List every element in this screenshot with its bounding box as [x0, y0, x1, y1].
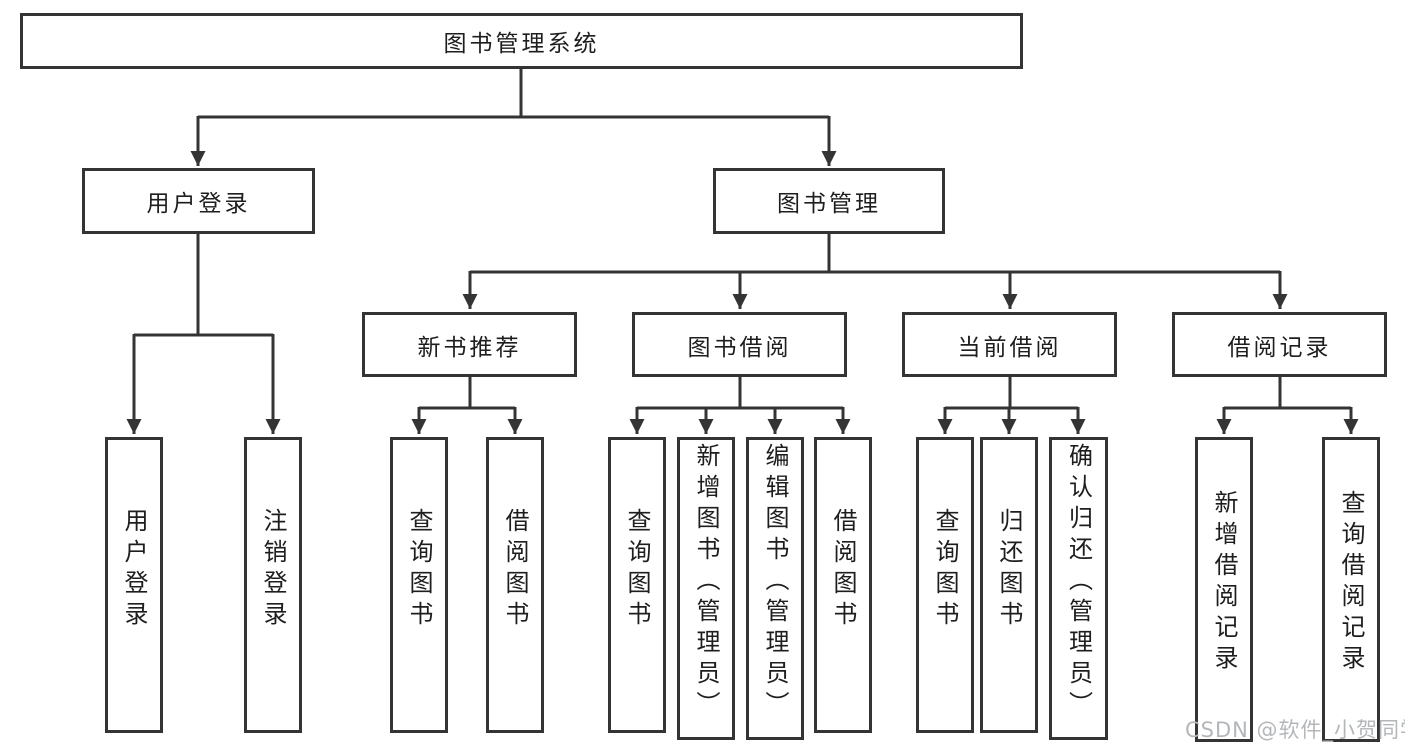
leaf-borrow-book-recommend-label: 借阅图书 — [501, 508, 529, 632]
leaf-borrow-book: 借阅图书 — [814, 437, 872, 733]
leaf-query-book-recommend: 查询图书 — [390, 437, 448, 733]
node-current-borrow: 当前借阅 — [902, 312, 1117, 377]
leaf-query-borrow-record: 查询借阅记录 — [1322, 437, 1380, 742]
leaf-query-book-recommend-label: 查询图书 — [405, 508, 433, 632]
leaf-logout-login-label: 注销登录 — [259, 508, 287, 632]
watermark: CSDN @软件_小贺同学 — [1185, 718, 1405, 742]
leaf-return-book-label: 归还图书 — [995, 508, 1023, 632]
connector-root — [198, 69, 829, 119]
leaf-edit-book-admin: 编辑图书（管理员） — [746, 437, 804, 740]
node-current-borrow-label: 当前借阅 — [957, 334, 1062, 361]
leaf-query-book-borrow: 查询图书 — [608, 437, 666, 733]
node-user-login: 用户登录 — [82, 168, 315, 234]
leaf-borrow-book-label: 借阅图书 — [829, 508, 857, 632]
leaf-user-login: 用户登录 — [105, 437, 163, 733]
node-new-book-recommend: 新书推荐 — [362, 312, 577, 377]
leaf-return-book: 归还图书 — [980, 437, 1038, 733]
connector-new-book-recommend — [419, 377, 515, 410]
connector-book-borrow — [637, 377, 843, 410]
node-borrow-records-label: 借阅记录 — [1227, 334, 1332, 361]
leaf-edit-book-admin-label: 编辑图书（管理员） — [761, 443, 789, 722]
connector-book-management — [470, 234, 1280, 274]
node-book-borrow-label: 图书借阅 — [687, 334, 792, 361]
leaf-borrow-book-recommend: 借阅图书 — [486, 437, 544, 733]
leaf-user-login-label: 用户登录 — [120, 508, 148, 632]
connector-user-login — [134, 234, 273, 337]
leaf-query-book-current: 查询图书 — [916, 437, 974, 733]
node-book-management: 图书管理 — [713, 168, 945, 234]
leaf-add-borrow-record: 新增借阅记录 — [1195, 437, 1253, 742]
node-book-management-label: 图书管理 — [777, 191, 881, 217]
leaf-query-borrow-record-label: 查询借阅记录 — [1337, 489, 1365, 676]
leaf-add-book-admin: 新增图书（管理员） — [677, 437, 735, 740]
node-new-book-recommend-label: 新书推荐 — [417, 334, 522, 361]
leaf-confirm-return-admin: 确认归还（管理员） — [1049, 437, 1108, 740]
node-borrow-records: 借阅记录 — [1172, 312, 1387, 377]
leaf-confirm-return-admin-label: 确认归还（管理员） — [1064, 443, 1093, 722]
connector-current-borrow — [945, 377, 1078, 410]
connector-borrow-records — [1224, 377, 1351, 410]
leaf-add-book-admin-label: 新增图书（管理员） — [692, 443, 720, 722]
leaf-query-book-borrow-label: 查询图书 — [623, 508, 651, 632]
node-root: 图书管理系统 — [20, 13, 1023, 69]
leaf-query-book-current-label: 查询图书 — [931, 508, 959, 632]
leaf-logout-login: 注销登录 — [244, 437, 302, 733]
node-book-borrow: 图书借阅 — [632, 312, 847, 377]
node-root-label: 图书管理系统 — [443, 31, 600, 57]
node-user-login-label: 用户登录 — [146, 191, 251, 217]
leaf-add-borrow-record-label: 新增借阅记录 — [1210, 489, 1238, 676]
